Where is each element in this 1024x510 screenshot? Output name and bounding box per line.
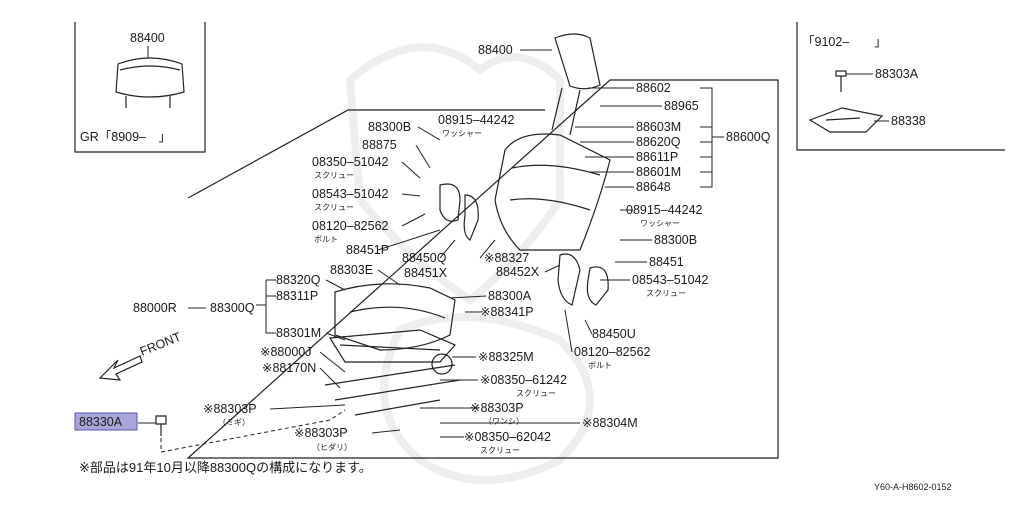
watermark-emblem	[345, 43, 594, 484]
part-08350-62042[interactable]: ※08350–62042	[464, 430, 551, 444]
hinge-bracket-right-drawing	[557, 253, 609, 306]
part-88311p[interactable]: 88311P	[276, 289, 318, 303]
part-88611p[interactable]: 88611P	[636, 150, 678, 164]
part-88303p-hidari[interactable]: ※88303P	[294, 426, 348, 440]
inset-headrest-part[interactable]: 88400	[130, 31, 165, 45]
headrest-inset-drawing	[115, 57, 185, 108]
spring-drawing	[431, 353, 453, 375]
bolt-88330a-drawing	[155, 415, 167, 436]
footnote: ※部品は91年10月以降88300Qの構成になります。	[79, 460, 372, 475]
seat-cushion-drawing	[334, 283, 456, 351]
note-screw-e: スクリュー	[480, 446, 520, 455]
part-88875[interactable]: 88875	[362, 138, 397, 152]
note-washer-right: ワッシャー	[640, 219, 680, 228]
front-arrow-icon	[98, 355, 143, 381]
note-screw-a: スクリュー	[314, 171, 354, 180]
part-88620q[interactable]: 88620Q	[636, 135, 681, 149]
note-bolt-b: ボルト	[588, 361, 612, 370]
part-88965[interactable]: 88965	[664, 99, 699, 113]
part-88000j[interactable]: ※88000J	[260, 345, 311, 359]
inset-right-period: 「9102– 」	[802, 35, 887, 49]
part-08350-51042[interactable]: 08350–51042	[312, 155, 389, 169]
note-screw-b: スクリュー	[314, 203, 354, 212]
part-08120-82562-right[interactable]: 08120–82562	[574, 345, 651, 359]
part-08915-44242-left[interactable]: 08915–44242	[438, 113, 515, 127]
note-hidari: （ヒダリ）	[312, 442, 352, 452]
part-88170n[interactable]: ※88170N	[262, 361, 316, 375]
part-88341p[interactable]: ※88341P	[480, 305, 534, 319]
highlight-box-88330a[interactable]	[74, 412, 138, 431]
part-08543-51042-left[interactable]: 08543–51042	[312, 187, 389, 201]
part-88451[interactable]: 88451	[649, 255, 684, 269]
part-88451p[interactable]: 88451P	[346, 243, 389, 257]
part-88400[interactable]: 88400	[478, 43, 513, 57]
part-88600q[interactable]: 88600Q	[726, 130, 771, 144]
front-label: FRONT	[138, 330, 183, 359]
inset-part-88303a[interactable]: 88303A	[875, 67, 919, 81]
part-88602[interactable]: 88602	[636, 81, 671, 95]
part-08543-51042-right[interactable]: 08543–51042	[632, 273, 709, 287]
diagram-code: Y60-A-H8602-0152	[874, 482, 952, 492]
part-88000r[interactable]: 88000R	[133, 301, 177, 315]
part-88603m[interactable]: 88603M	[636, 120, 681, 134]
part-88450q[interactable]: 88450Q	[402, 251, 447, 265]
part-08915-44242-right[interactable]: 08915–44242	[626, 203, 703, 217]
bracket-inset: 「9102– 」 88303A 88338	[796, 22, 1005, 151]
part-labels: 88400 88602 88965 88603M 88620Q 88611P 8…	[133, 43, 771, 455]
leader-lines	[138, 49, 724, 453]
part-88301m[interactable]: 88301M	[276, 326, 321, 340]
part-88303e[interactable]: 88303E	[330, 263, 373, 277]
part-88303p-migi[interactable]: ※88303P	[203, 402, 257, 416]
bracket-88338-drawing	[808, 107, 884, 133]
part-88303p-wanshi[interactable]: ※88303P	[470, 401, 524, 415]
headrest-inset: 88400 GR「8909– 」	[74, 22, 206, 153]
part-88300a[interactable]: 88300A	[488, 289, 532, 303]
inset-headrest-grade: GR「8909– 」	[80, 130, 171, 144]
main-assembly-frame	[186, 79, 779, 459]
part-88648[interactable]: 88648	[636, 180, 671, 194]
part-88300q[interactable]: 88300Q	[210, 301, 255, 315]
seat-frame-drawing	[328, 329, 456, 363]
hinge-bracket-left-drawing	[439, 183, 479, 241]
inset-part-88338[interactable]: 88338	[891, 114, 926, 128]
note-washer-left: ワッシャー	[442, 129, 482, 138]
part-88450u[interactable]: 88450U	[592, 327, 636, 341]
part-88601m[interactable]: 88601M	[636, 165, 681, 179]
part-88327[interactable]: ※88327	[484, 251, 529, 265]
seatback-drawing	[494, 133, 611, 251]
part-88300b-right[interactable]: 88300B	[654, 233, 697, 247]
part-88330a[interactable]: 88330A	[79, 415, 123, 429]
note-bolt-a: ボルト	[314, 235, 338, 244]
part-88304m[interactable]: ※88304M	[582, 416, 638, 430]
part-88300b-left[interactable]: 88300B	[368, 120, 411, 134]
note-wanshi: （ワンシ）	[484, 417, 524, 426]
note-screw-d: スクリュー	[516, 389, 556, 398]
part-88320q[interactable]: 88320Q	[276, 273, 321, 287]
part-08120-82562-left[interactable]: 08120–82562	[312, 219, 389, 233]
part-88325m[interactable]: ※88325M	[478, 350, 534, 364]
part-08350-61242[interactable]: ※08350–61242	[480, 373, 567, 387]
part-88451x[interactable]: 88451X	[404, 266, 448, 280]
headrest-drawing	[551, 33, 601, 136]
front-direction-indicator: FRONT	[98, 330, 183, 381]
part-88452x[interactable]: 88452X	[496, 265, 540, 279]
seat-drawings	[155, 33, 611, 436]
note-migi: （ミギ）	[218, 418, 250, 427]
bolt-88303a-drawing	[835, 70, 847, 92]
note-screw-c: スクリュー	[646, 289, 686, 298]
